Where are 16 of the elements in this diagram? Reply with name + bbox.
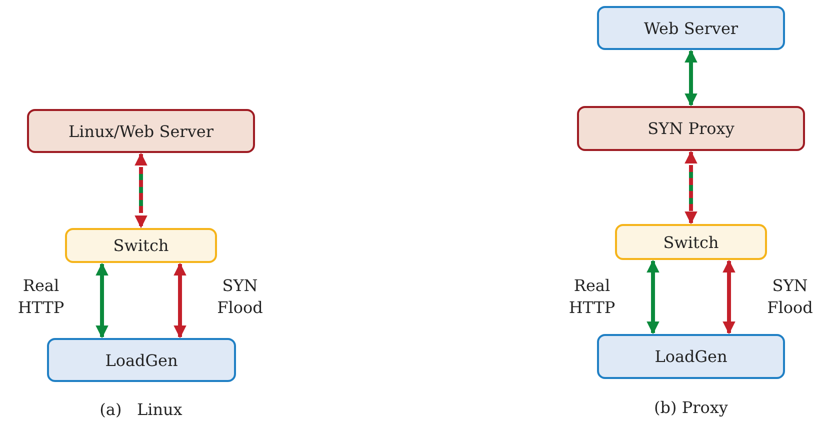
process-box — [65, 228, 217, 263]
box-label: LoadGen — [105, 350, 178, 370]
box-label: Web Server — [644, 18, 738, 38]
subfigure-caption: (b) Proxy — [654, 398, 728, 417]
box-label: Switch — [113, 236, 169, 255]
process-box — [597, 334, 785, 379]
process-box — [577, 106, 805, 151]
process-box — [47, 338, 236, 382]
process-box — [615, 224, 767, 260]
box-label: Linux/Web Server — [68, 122, 214, 140]
box-label: LoadGen — [654, 347, 728, 366]
process-box — [597, 6, 785, 50]
box-label: SYN Proxy — [648, 119, 734, 138]
subfigure-caption: (a) Linux — [100, 400, 182, 419]
process-box — [27, 109, 255, 153]
box-label: Switch — [663, 232, 719, 252]
